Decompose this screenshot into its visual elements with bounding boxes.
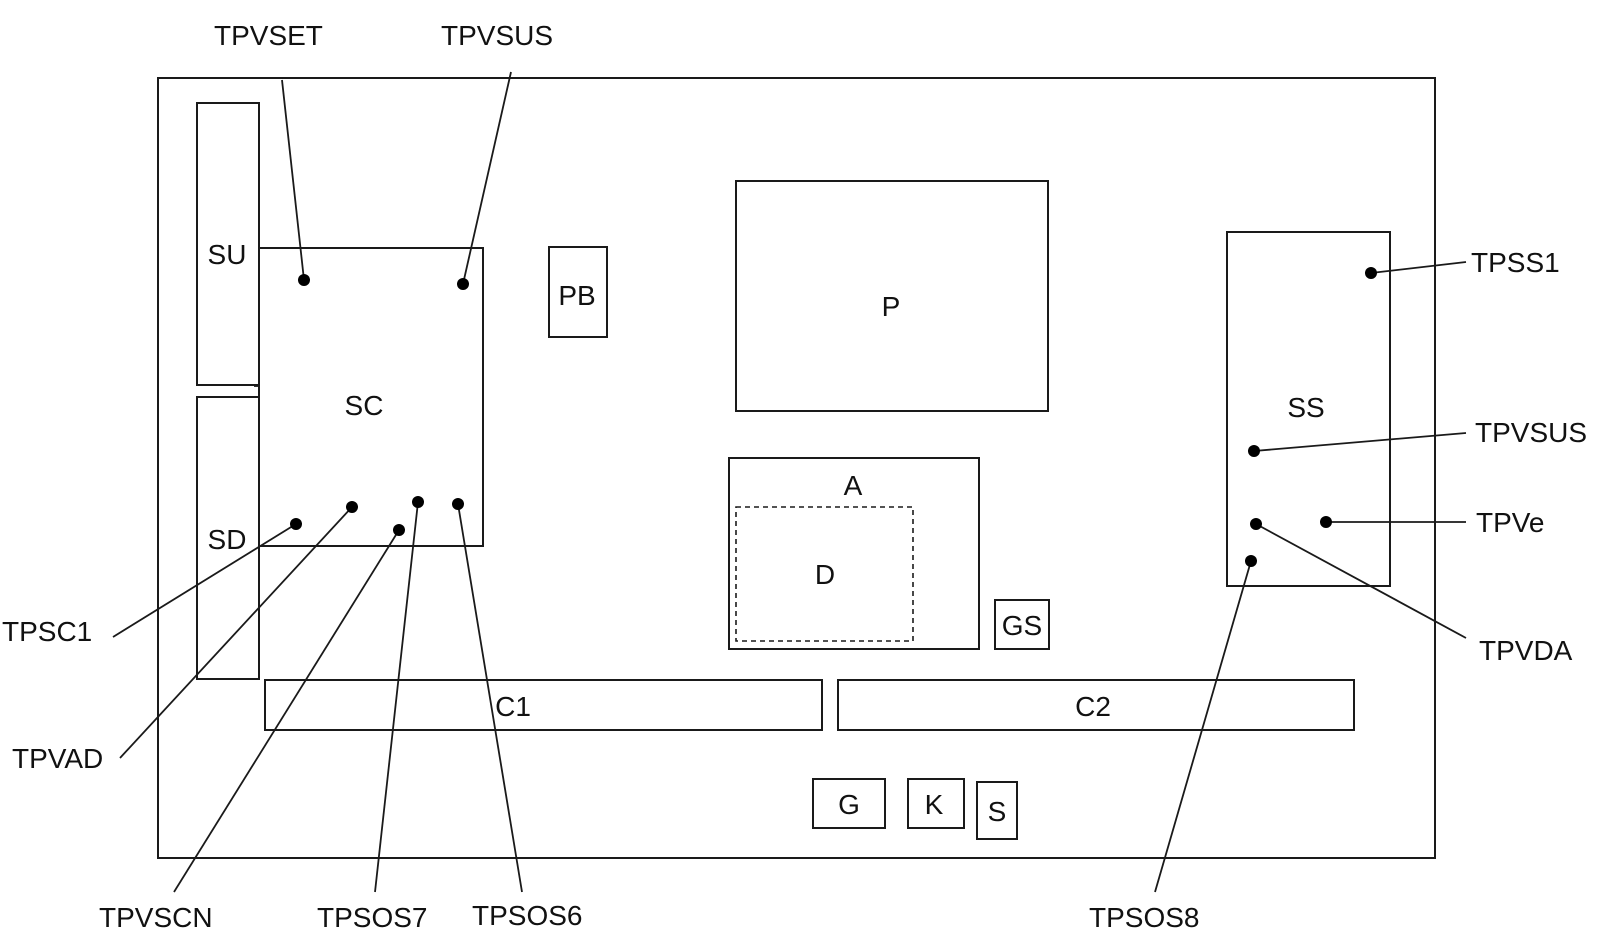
label-sd: SD <box>208 524 247 555</box>
g-block <box>812 778 886 829</box>
label-p: P <box>882 291 901 322</box>
tp-label-tpsos6: TPSOS6 <box>472 900 582 931</box>
tp-label-tpss1: TPSS1 <box>1471 247 1560 278</box>
c1-block <box>264 679 823 731</box>
s-block <box>976 781 1018 840</box>
tp-dot-tpvscn <box>393 524 405 536</box>
leader-tpvset <box>281 79 305 281</box>
sd-block <box>196 396 260 680</box>
label-s: S <box>988 796 1007 827</box>
label-ss: SS <box>1287 392 1324 423</box>
tp-label-tpsos8: TPSOS8 <box>1089 902 1199 933</box>
label-pb: PB <box>558 280 595 311</box>
tp-label-tpvset: TPVSET <box>214 20 323 51</box>
label-gs: GS <box>1002 610 1042 641</box>
label-c1: C1 <box>495 691 531 722</box>
label-g: G <box>838 789 860 820</box>
a-block <box>728 457 980 650</box>
tp-dot-tpvsus-right <box>1248 445 1260 457</box>
label-k: K <box>925 789 944 820</box>
tp-label-tpve: TPVe <box>1476 507 1544 538</box>
leader-tpsos8 <box>1154 560 1252 893</box>
tp-dot-tpve <box>1320 516 1332 528</box>
tp-dot-tpvad <box>346 501 358 513</box>
leader-tpvsus-top <box>462 71 512 285</box>
tp-dot-tpvset <box>298 274 310 286</box>
tp-label-tpvda: TPVDA <box>1479 635 1573 666</box>
label-c2: C2 <box>1075 691 1111 722</box>
tp-dot-tpvsus-top <box>457 278 469 290</box>
label-sc: SC <box>345 390 384 421</box>
gs-block <box>994 599 1050 650</box>
leader-tpsos7 <box>374 501 419 893</box>
tp-dot-tpsos7 <box>412 496 424 508</box>
d-region <box>735 506 914 642</box>
leader-tpvad <box>119 506 353 759</box>
sc-block <box>258 247 484 547</box>
leader-tpss1 <box>1370 261 1467 274</box>
label-a: A <box>844 470 863 501</box>
tp-dot-tpss1 <box>1365 267 1377 279</box>
leader-tpvda <box>1255 523 1467 639</box>
leader-tpsc1 <box>112 523 297 638</box>
tp-label-tpvsus-right: TPVSUS <box>1475 417 1587 448</box>
label-su: SU <box>208 239 247 270</box>
tp-dot-tpsos8 <box>1245 555 1257 567</box>
tp-label-tpvscn: TPVSCN <box>99 902 213 933</box>
tp-dot-tpvda <box>1250 518 1262 530</box>
p-block <box>735 180 1049 412</box>
tp-label-tpvsus-top: TPVSUS <box>441 20 553 51</box>
label-d: D <box>815 559 835 590</box>
leader-tpsos6 <box>457 503 523 893</box>
k-block <box>907 778 965 829</box>
c2-block <box>837 679 1355 731</box>
tp-label-tpsc1: TPSC1 <box>2 616 92 647</box>
leader-tpvsus-right <box>1253 432 1467 452</box>
tp-dot-tpsc1 <box>290 518 302 530</box>
leader-tpvscn <box>173 529 400 893</box>
tp-label-tpsos7: TPSOS7 <box>317 902 427 933</box>
tp-label-tpvad: TPVAD <box>12 743 103 774</box>
pb-block <box>548 246 608 338</box>
su-block <box>196 102 260 386</box>
tp-dot-tpsos6 <box>452 498 464 510</box>
